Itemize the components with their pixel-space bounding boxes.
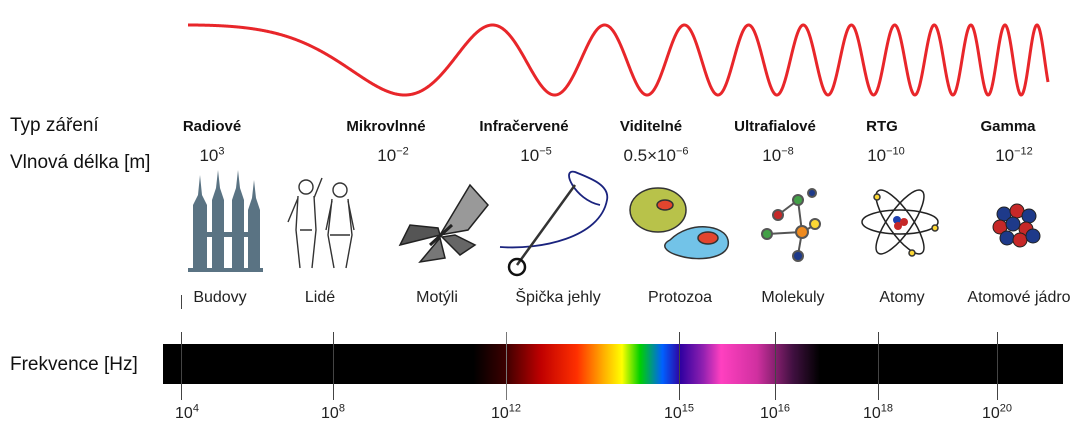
protozoa-icon bbox=[629, 187, 729, 260]
tick-line bbox=[506, 332, 507, 400]
molecule-icon bbox=[761, 188, 821, 262]
tick-line bbox=[775, 332, 776, 400]
row-label-wavelength: Vlnová délka [m] bbox=[10, 152, 151, 173]
tick-line bbox=[181, 332, 182, 400]
object-buildings: Budovy bbox=[193, 289, 247, 306]
people-icon bbox=[287, 177, 355, 269]
band-type-infrared: Infračervené bbox=[479, 118, 569, 135]
freq-tick-label: 1015 bbox=[663, 402, 695, 422]
wavelength-xray: 10−10 bbox=[867, 145, 905, 165]
wavelength-microwave: 10−2 bbox=[377, 145, 409, 165]
wave-line bbox=[188, 23, 1050, 97]
wavelength-gamma: 10−12 bbox=[995, 145, 1033, 165]
wavelength-visible: 0.5×10−6 bbox=[623, 145, 689, 165]
object-protozoa: Protozoa bbox=[647, 289, 713, 306]
needle-icon bbox=[499, 171, 609, 277]
freq-tick-label: 1018 bbox=[862, 402, 894, 422]
object-butterflies: Motýli bbox=[416, 289, 458, 306]
freq-tick-label: 1016 bbox=[759, 402, 791, 422]
butterfly-icon bbox=[398, 183, 489, 264]
tick-line bbox=[997, 332, 998, 400]
wavelength-radio: 103 bbox=[199, 145, 225, 165]
building-towers-icon bbox=[188, 170, 263, 272]
band-type-gamma: Gamma bbox=[980, 118, 1036, 135]
band-type-xray: RTG bbox=[866, 118, 898, 135]
row-label-type: Typ záření bbox=[10, 115, 99, 136]
object-people: Lidé bbox=[304, 289, 336, 306]
freq-tick-label: 1020 bbox=[981, 402, 1013, 422]
tick-line bbox=[878, 332, 879, 400]
tick-line bbox=[679, 332, 680, 400]
band-type-microwave: Mikrovlnné bbox=[346, 118, 426, 135]
band-type-visible: Viditelné bbox=[619, 118, 683, 135]
wavelength-ultraviolet: 10−8 bbox=[762, 145, 794, 165]
object-needle-tip: Špička jehly bbox=[515, 289, 601, 306]
frequency-spectrum-bar bbox=[163, 344, 1063, 384]
band-type-ultraviolet: Ultrafialové bbox=[734, 118, 816, 135]
tick-line-top bbox=[181, 295, 182, 309]
tick-line bbox=[333, 332, 334, 400]
atom-icon bbox=[861, 189, 939, 257]
object-atomic-nucleus: Atomové jádro bbox=[967, 289, 1071, 306]
row-label-frequency: Frekvence [Hz] bbox=[10, 354, 138, 375]
wavelength-infrared: 10−5 bbox=[520, 145, 552, 165]
freq-tick-label: 104 bbox=[175, 402, 199, 422]
object-atoms: Atomy bbox=[879, 289, 925, 306]
nucleus-icon bbox=[992, 203, 1041, 248]
freq-tick-label: 1012 bbox=[490, 402, 522, 422]
band-type-radio: Radiové bbox=[182, 118, 242, 135]
object-molecules: Molekuly bbox=[761, 289, 825, 306]
freq-tick-label: 108 bbox=[321, 402, 345, 422]
